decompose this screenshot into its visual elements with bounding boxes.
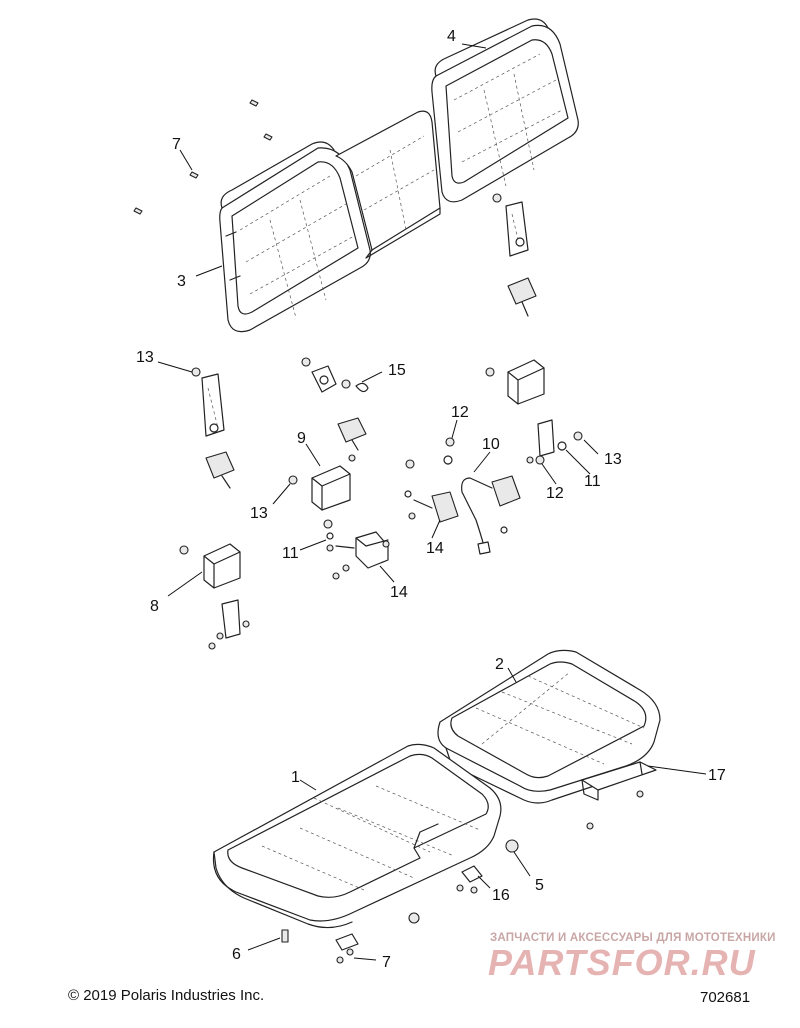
callout-13-left: 13 [136,349,154,366]
callout-14-center: 14 [426,540,444,557]
seatback-right-part-4 [431,18,579,203]
callout-6: 6 [232,946,241,963]
callout-3: 3 [177,273,186,290]
retractor-part-9 [288,454,356,511]
seat-bottom-left-part-1 [212,743,502,929]
callout-13-center: 13 [250,505,268,522]
callout-2: 2 [495,656,504,673]
callout-8: 8 [150,598,159,615]
screw-part-7-top-group [133,99,273,215]
callout-numbers: 4 7 3 13 15 12 9 10 13 11 12 13 14 11 14… [136,28,726,971]
fasteners-center [323,437,455,552]
belt-loop-part-15 [301,357,369,451]
bracket-part-17 [581,761,657,830]
retractor-part-8 [179,543,250,650]
seatback-left-part-3 [219,141,371,333]
callout-9: 9 [297,430,306,447]
callout-13-right: 13 [604,451,622,468]
callout-10: 10 [482,436,500,453]
callout-15: 15 [388,362,406,379]
bottom-fasteners [281,839,519,964]
callout-7-top: 7 [172,136,181,153]
belt-anchor-right [492,193,537,317]
callout-12-right: 12 [546,485,564,502]
buckle-part-14-lower [332,531,390,580]
seatback-center-panel [335,110,441,259]
watermark-logo: PARTSFOR.RU [488,942,756,983]
callout-1: 1 [291,769,300,786]
callout-5: 5 [535,877,544,894]
seat-bottom-right-part-2 [437,649,661,804]
leader-lines [157,43,707,961]
callout-17: 17 [708,767,726,784]
drawing-number: 702681 [700,989,751,1006]
retractor-top-right [485,359,545,405]
watermark-tagline: ЗАПЧАСТИ И АКСЕССУАРЫ ДЛЯ МОТОТЕХНИКИ [490,932,776,944]
buckle-part-10 [461,456,534,555]
buckle-part-14-left [413,491,459,523]
copyright-text: © 2019 Polaris Industries Inc. [68,987,265,1004]
callout-11-right: 11 [584,473,601,490]
belt-anchor-left [191,367,235,489]
callout-14-lower: 14 [390,584,408,601]
bracket-right-hardware [535,419,583,465]
callout-11-center: 11 [282,545,299,562]
callout-7-bottom: 7 [382,954,391,971]
callout-4: 4 [447,28,456,45]
callout-16: 16 [492,887,510,904]
callout-12-center: 12 [451,404,469,421]
